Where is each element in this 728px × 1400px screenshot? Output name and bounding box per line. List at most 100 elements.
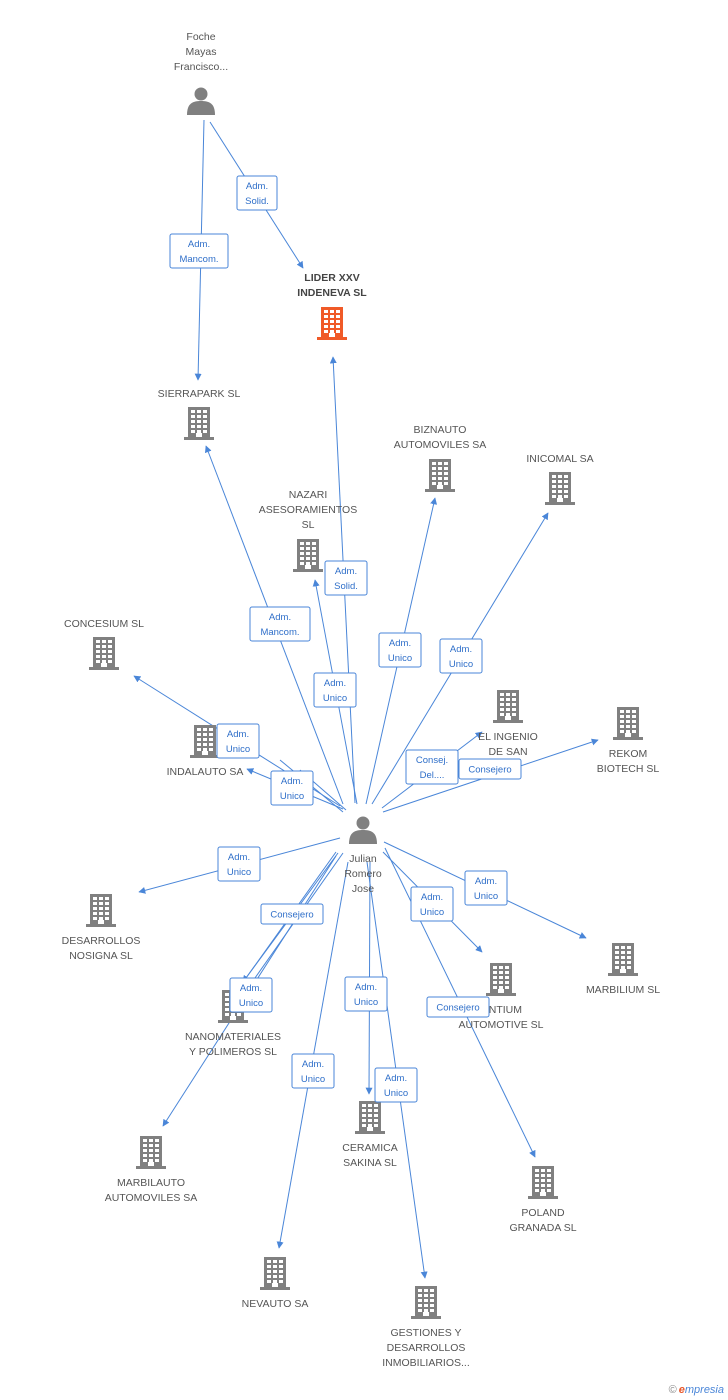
edge-label-julian-indalauto[interactable]: Adm. Unico: [270, 770, 314, 806]
node-label-concesium[interactable]: CONCESIUM SL: [64, 618, 144, 630]
edge-label-text: Unico: [280, 791, 304, 802]
edge-label-text: Adm.: [385, 1073, 407, 1084]
company-icon[interactable]: [260, 1257, 290, 1290]
node-label-line: Francisco...: [174, 61, 228, 73]
edge-label-text: Adm.: [389, 638, 411, 649]
edge-label-julian-poland[interactable]: Consejero: [426, 996, 490, 1018]
node-label-line: NOSIGNA SL: [69, 950, 133, 962]
edge-label-julian-gestiones[interactable]: Adm. Unico: [374, 1067, 418, 1103]
edge-label-text: Adm.: [302, 1059, 324, 1070]
company-icon[interactable]: [190, 725, 220, 758]
edge-label-julian-desarrollos[interactable]: Adm. Unico: [217, 846, 261, 882]
node-label-line: NAZARI: [289, 489, 328, 501]
company-icon[interactable]: [293, 539, 323, 572]
person-icon[interactable]: [187, 87, 215, 116]
node-label-line: AUTOMOVILES SA: [394, 439, 487, 451]
node-label-line: EL INGENIO: [478, 731, 538, 743]
company-icon[interactable]: [89, 637, 119, 670]
company-icon[interactable]: [317, 307, 347, 340]
edge-label-julian-rekom[interactable]: Consejero: [458, 758, 522, 780]
edge-label-text: Unico: [420, 907, 444, 918]
edge-label-julian-sierrapark[interactable]: Adm.Mancom.: [249, 606, 311, 642]
node-label-gestiones[interactable]: GESTIONES Y DESARROLLOS INMOBILIARIOS...: [382, 1327, 470, 1369]
node-label-marbilium[interactable]: MARBILIUM SL: [586, 984, 660, 996]
edge-label-text: Adm.: [450, 644, 472, 655]
company-icon[interactable]: [528, 1166, 558, 1199]
edge-label-julian-elingenio[interactable]: Consej. Del....: [405, 749, 459, 785]
edge-label-text: Unico: [227, 867, 251, 878]
company-icon[interactable]: [411, 1286, 441, 1319]
company-icon[interactable]: [545, 472, 575, 505]
company-icon[interactable]: [355, 1101, 385, 1134]
edge-label-julian-lider[interactable]: Adm.Solid.: [324, 560, 368, 596]
edge-label-julian-biznauto[interactable]: Adm. Unico: [378, 632, 422, 668]
edge-label-julian-nanomateriales[interactable]: Adm.Unico: [229, 977, 273, 1013]
edge-label-text: Consej.: [416, 755, 448, 766]
person-icon[interactable]: [349, 816, 377, 845]
edge-label-julian-marbilium[interactable]: Adm.Unico: [464, 870, 508, 906]
node-label-line: Y POLIMEROS SL: [189, 1046, 277, 1058]
node-label-line: SAKINA SL: [343, 1157, 397, 1169]
node-label-line: GRANADA SL: [509, 1222, 576, 1234]
node-label-nanomateriales[interactable]: NANOMATERIALES Y POLIMEROS SL: [185, 1031, 281, 1058]
node-label-line: DE SAN: [488, 746, 527, 758]
edge-label-foche-lider[interactable]: Adm.Solid.: [236, 175, 278, 211]
edge-label-julian-ntium[interactable]: Adm.Unico: [410, 886, 454, 922]
edge-label-julian-ceramica[interactable]: Adm.Unico: [344, 976, 388, 1012]
edge-label-text: Unico: [384, 1088, 408, 1099]
edge-label-text: Unico: [474, 891, 498, 902]
company-icon[interactable]: [608, 943, 638, 976]
brand-name: mpresia: [684, 1384, 724, 1396]
node-label-line: BIOTECH SL: [597, 763, 660, 775]
copyright-symbol: ©: [668, 1384, 677, 1396]
edge-label-foche-sierrapark[interactable]: Adm.Mancom.: [169, 233, 229, 269]
edge-label-text: Mancom.: [179, 254, 218, 265]
company-icon[interactable]: [613, 707, 643, 740]
node-label-nevauto[interactable]: NEVAUTO SA: [242, 1298, 309, 1310]
company-icon[interactable]: [425, 459, 455, 492]
edge-label-text: Unico: [388, 653, 412, 664]
node-label-inicomal[interactable]: INICOMAL SA: [526, 453, 593, 465]
node-label-line: Romero: [344, 868, 382, 880]
edge-label-text: Adm.: [228, 852, 250, 863]
edge-label-text: Solid.: [245, 196, 269, 207]
node-label-line: INDALAUTO SA: [167, 766, 244, 778]
edge-label-text: Adm.: [324, 678, 346, 689]
edge-label-text: Consejero: [436, 1003, 479, 1014]
edge-label-text: Adm.: [269, 612, 291, 623]
node-label-line: DESARROLLOS: [387, 1342, 466, 1354]
company-icon[interactable]: [184, 407, 214, 440]
node-label-indalauto[interactable]: INDALAUTO SA: [167, 766, 244, 778]
node-label-line: NANOMATERIALES: [185, 1031, 281, 1043]
company-icon[interactable]: [86, 894, 116, 927]
node-label-sierrapark[interactable]: SIERRAPARK SL: [158, 388, 241, 400]
edge-label-julian-concesium[interactable]: Adm.Unico: [216, 723, 260, 759]
brand-initial: e: [678, 1384, 685, 1396]
edge-label-julian-nazari[interactable]: Adm.Unico: [313, 672, 357, 708]
company-icon[interactable]: [486, 963, 516, 996]
node-label-line: ...NTIUM: [480, 1004, 522, 1016]
edge-label-julian-nanomateriales[interactable]: Consejero: [260, 903, 324, 925]
node-label-line: INMOBILIARIOS...: [382, 1357, 470, 1369]
edge-label-text: Adm.: [281, 776, 303, 787]
company-icon[interactable]: [136, 1136, 166, 1169]
node-label-line: GESTIONES Y: [391, 1327, 462, 1339]
node-label-line: ASESORAMIENTOS: [259, 504, 357, 516]
edge-label-text: Unico: [449, 659, 473, 670]
edge-label-julian-inicomal[interactable]: Adm. Unico: [439, 638, 483, 674]
company-icon[interactable]: [493, 690, 523, 723]
edge-label-text: Del....: [420, 770, 445, 781]
edge-label-julian-nevauto[interactable]: Adm.Unico: [291, 1053, 335, 1089]
